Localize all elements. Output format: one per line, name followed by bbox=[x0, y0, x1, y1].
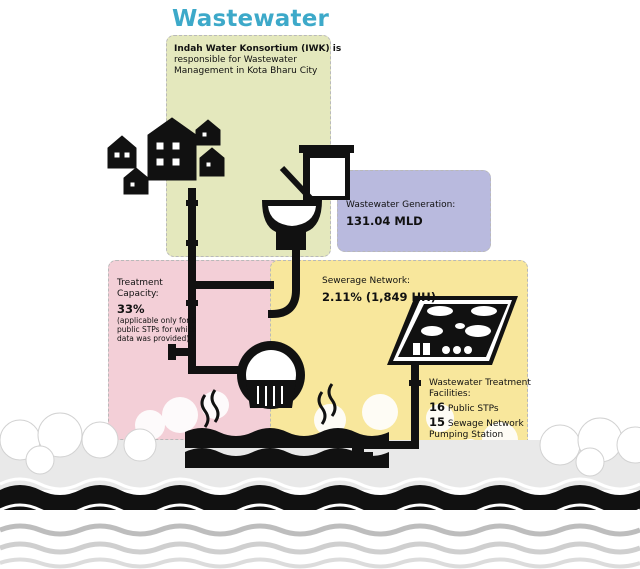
generation-value: 131.04 MLD bbox=[346, 214, 423, 228]
generation-panel bbox=[337, 170, 491, 252]
iwk-text: Indah Water Konsortium (IWK) is responsi… bbox=[174, 44, 341, 77]
pipe-icon bbox=[171, 188, 419, 449]
control-panel-icon bbox=[387, 296, 518, 365]
toilet-icon bbox=[262, 145, 354, 250]
facilities-text: Wastewater Treatment Facilities: 16 Publ… bbox=[429, 378, 531, 441]
houses-icon bbox=[107, 117, 225, 195]
pump-label2: Pumping Station bbox=[429, 430, 504, 440]
pump-count: 15 bbox=[429, 415, 446, 429]
pump-label1: Sewage Network bbox=[447, 419, 524, 429]
iwk-line1: Indah Water Konsortium (IWK) is bbox=[174, 44, 342, 54]
sewerage-text: Sewerage Network: 2.11% (1,849 HH) bbox=[322, 276, 436, 304]
treatment-note2: public STPs for which bbox=[117, 325, 197, 334]
generation-text: Wastewater Generation: 131.04 MLD bbox=[346, 200, 455, 228]
facilities-label2: Facilities: bbox=[429, 389, 471, 399]
treatment-label1: Treatment bbox=[117, 278, 163, 288]
treatment-label2: Capacity: bbox=[117, 289, 159, 299]
sewerage-value: 2.11% (1,849 HH) bbox=[322, 290, 437, 304]
water-waves-icon bbox=[0, 412, 640, 569]
stp-label: Public STPs bbox=[447, 404, 499, 414]
stp-count: 16 bbox=[429, 400, 446, 414]
sewerage-label: Sewerage Network: bbox=[322, 276, 411, 286]
iwk-line2: responsible for Wastewater bbox=[174, 55, 297, 65]
iwk-line3: Management in Kota Bharu City bbox=[174, 66, 318, 76]
treatment-note1: (applicable only for 8 bbox=[117, 316, 197, 325]
page-title: Wastewater bbox=[172, 6, 330, 32]
treatment-note3: data was provided) bbox=[117, 334, 190, 343]
generation-label: Wastewater Generation: bbox=[346, 200, 456, 210]
treatment-text: Treatment Capacity: 33% (applicable only… bbox=[117, 278, 197, 343]
outfall-drain-icon bbox=[200, 341, 337, 428]
pipe-joints bbox=[168, 200, 421, 468]
facilities-label1: Wastewater Treatment bbox=[429, 378, 531, 388]
treatment-value: 33% bbox=[117, 302, 145, 316]
